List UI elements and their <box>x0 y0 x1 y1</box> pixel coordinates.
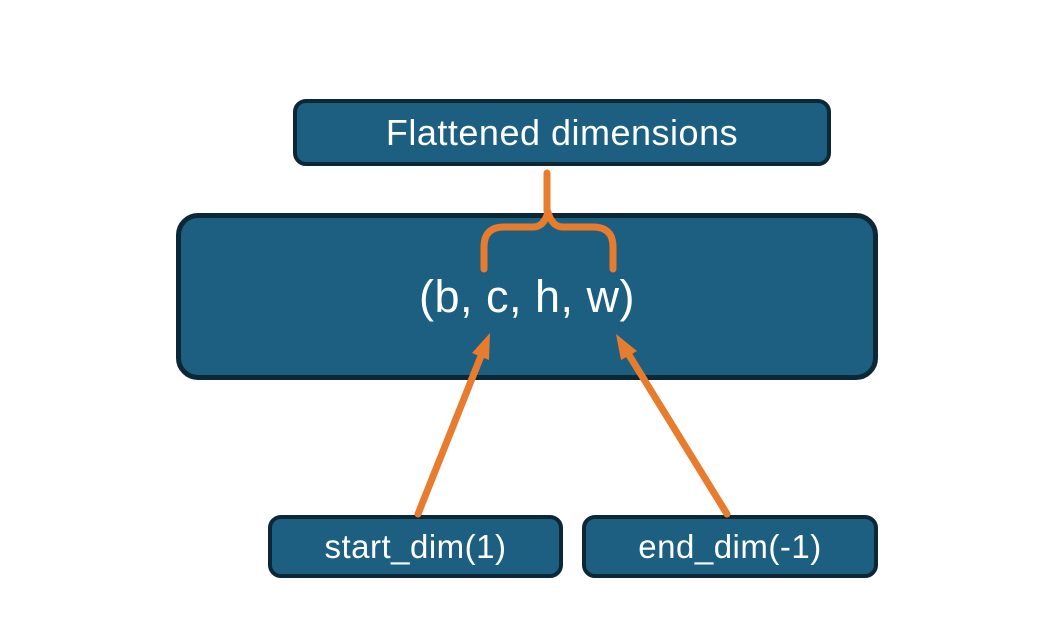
node-tensor-shape: (b, c, h, w) <box>176 213 878 380</box>
node-end-dim: end_dim(-1) <box>582 515 878 578</box>
node-end-dim-label: end_dim(-1) <box>638 527 822 565</box>
node-start-dim-label: start_dim(1) <box>324 527 507 565</box>
node-flattened-dimensions: Flattened dimensions <box>293 99 831 166</box>
node-flattened-dimensions-label: Flattened dimensions <box>385 111 739 153</box>
node-tensor-shape-label: (b, c, h, w) <box>418 270 636 322</box>
node-start-dim: start_dim(1) <box>268 515 563 578</box>
